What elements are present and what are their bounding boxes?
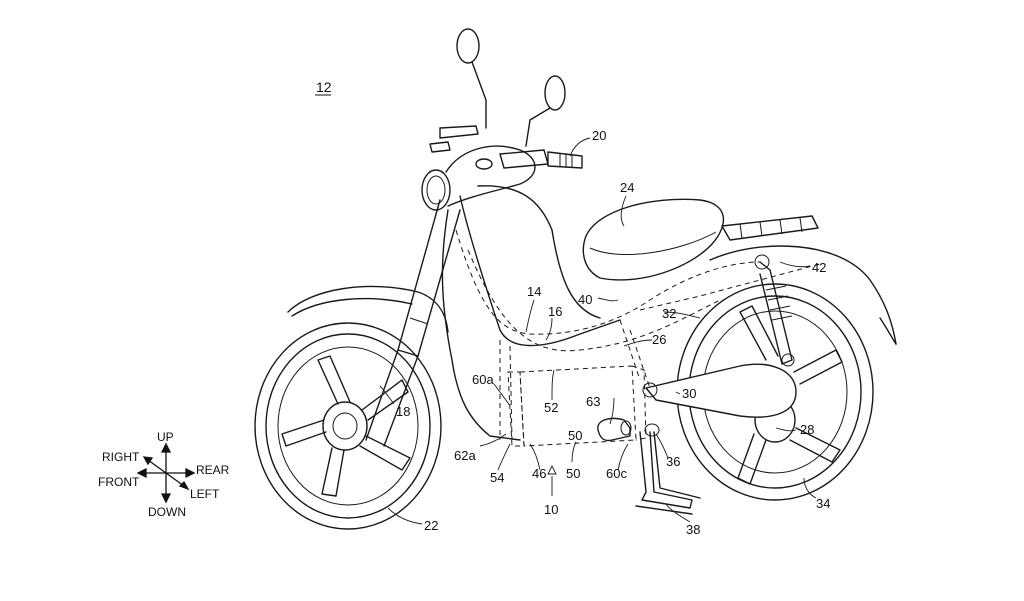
callout-54: 54 <box>490 470 504 485</box>
leg-shield <box>441 185 621 441</box>
callout-36: 36 <box>666 454 680 469</box>
callout-52: 52 <box>544 400 558 415</box>
callout-labels: 12 20 24 42 14 40 32 16 26 60a 30 63 52 … <box>315 79 830 537</box>
leader-lines <box>379 137 817 525</box>
rear-suspension <box>754 254 795 367</box>
front-fork <box>365 199 461 447</box>
swing-arm <box>642 363 797 418</box>
battery-unit <box>507 365 647 447</box>
direction-indicator: UP DOWN RIGHT FRONT REAR LEFT <box>98 430 230 519</box>
front-fender <box>287 285 449 333</box>
callout-38: 38 <box>686 522 700 537</box>
frame-hidden-lines <box>455 229 821 441</box>
figure-label: 12 <box>316 79 332 95</box>
front-wheel <box>254 322 442 530</box>
callout-14: 14 <box>527 284 541 299</box>
callout-22: 22 <box>424 518 438 533</box>
callout-32: 32 <box>662 306 676 321</box>
callout-42: 42 <box>812 260 826 275</box>
callout-18: 18 <box>396 404 410 419</box>
callout-26: 26 <box>652 332 666 347</box>
callout-50b: 50 <box>566 466 580 481</box>
callout-16: 16 <box>548 304 562 319</box>
direction-front-label: FRONT <box>98 475 140 489</box>
callout-24: 24 <box>620 180 634 195</box>
callout-40: 40 <box>578 292 592 307</box>
direction-right-label: RIGHT <box>102 450 140 464</box>
callout-20: 20 <box>592 128 606 143</box>
direction-left-label: LEFT <box>190 487 220 501</box>
callout-30: 30 <box>682 386 696 401</box>
callout-34: 34 <box>816 496 830 511</box>
direction-arrows <box>136 442 196 504</box>
callout-60a: 60a <box>472 372 494 387</box>
rear-fender <box>709 215 897 345</box>
callout-46: 46 <box>532 466 546 481</box>
callout-60c: 60c <box>606 466 627 481</box>
callout-63: 63 <box>586 394 600 409</box>
direction-rear-label: REAR <box>196 463 230 477</box>
direction-down-label: DOWN <box>148 505 186 519</box>
callout-62a: 62a <box>454 448 476 463</box>
callout-50: 50 <box>568 428 582 443</box>
direction-up-label: UP <box>157 430 174 444</box>
callout-28: 28 <box>800 422 814 437</box>
seat <box>582 198 725 281</box>
kickstand <box>635 423 701 515</box>
callout-10: 10 <box>544 502 558 517</box>
headlight-handlebar <box>421 28 583 211</box>
